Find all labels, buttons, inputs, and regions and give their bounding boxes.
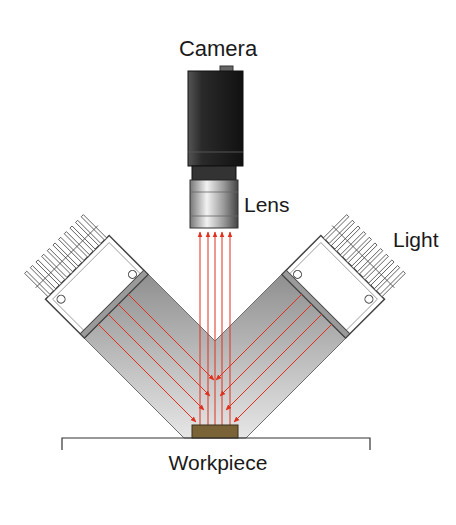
heat-sink-fin xyxy=(81,215,106,240)
lens-body xyxy=(190,180,238,228)
lens-groove xyxy=(190,216,238,217)
light-head xyxy=(22,212,148,338)
lens-groove xyxy=(190,192,238,193)
heat-sink-base xyxy=(36,226,98,288)
heat-sink-base xyxy=(332,226,394,288)
reflected-ray xyxy=(200,232,230,425)
camera-edge xyxy=(188,152,243,153)
lens-label: Lens xyxy=(244,193,290,217)
camera-body xyxy=(188,71,243,166)
heat-sink-fin xyxy=(380,271,405,296)
light-head xyxy=(282,212,408,338)
workpiece-label: Workpiece xyxy=(169,451,268,475)
base-line xyxy=(62,438,370,450)
lens-ring xyxy=(192,166,236,180)
workpiece-block xyxy=(192,425,238,438)
camera-label: Camera xyxy=(179,36,257,61)
light-label: Light xyxy=(393,228,439,252)
